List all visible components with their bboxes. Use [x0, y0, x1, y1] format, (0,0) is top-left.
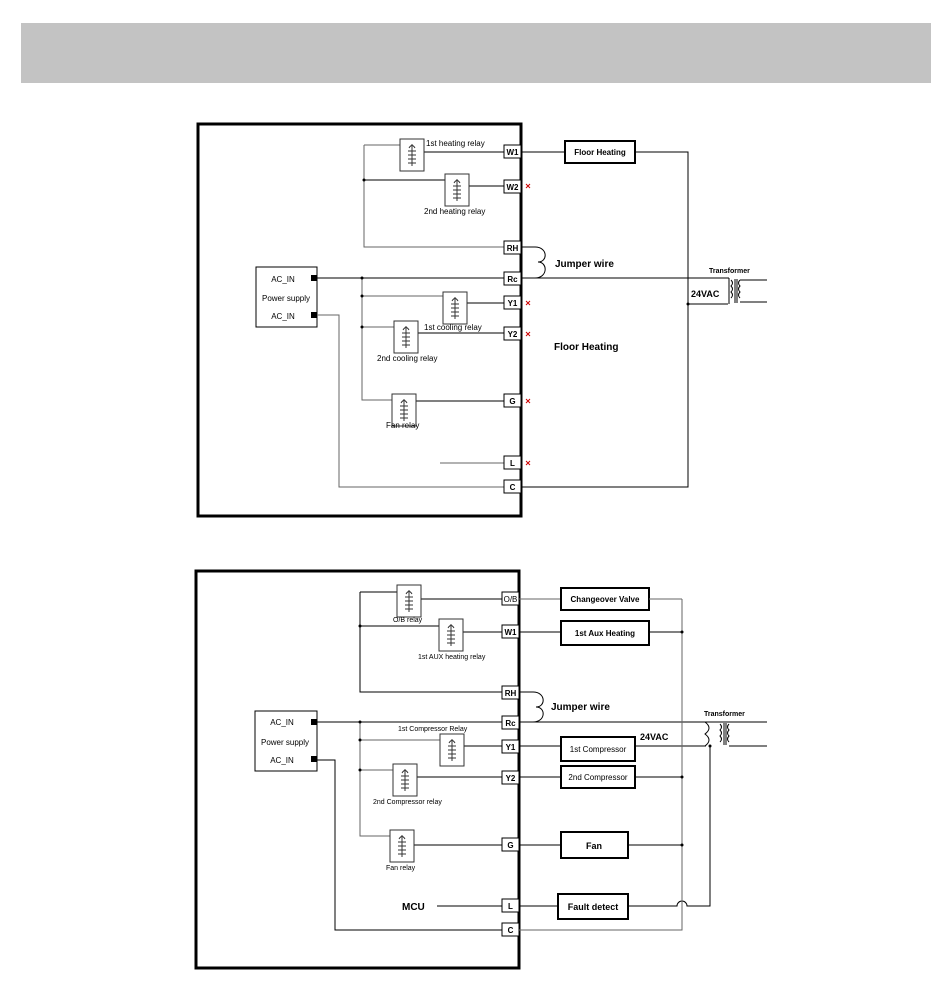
relay-compressor-2-icon	[392, 763, 418, 797]
terminal-label: W1	[507, 148, 520, 157]
terminal-label: C	[508, 926, 514, 935]
terminal-label: G	[507, 841, 513, 850]
controller-frame-2	[194, 569, 521, 970]
controller-frame-1	[196, 122, 523, 518]
power-supply-label: Power supply	[261, 738, 309, 747]
terminal-block-1: W1 W2 RH Rc Y1 Y2 G L C	[503, 144, 522, 494]
jumper-wire-label: Jumper wire	[555, 259, 614, 270]
relay-fan-2-icon	[389, 829, 415, 863]
transformer-label-2: Transformer	[704, 711, 745, 718]
terminal-label: L	[510, 459, 515, 468]
relay-compressor-1-icon	[439, 733, 465, 767]
relay-label-compressor-1: 1st Compressor Relay	[398, 726, 468, 733]
transformer-2-icon	[704, 721, 767, 747]
terminal-label: Y2	[508, 330, 518, 339]
relay-cooling-1-icon	[442, 291, 468, 325]
relay-label-compressor-2: 2nd Compressor relay	[373, 799, 442, 806]
changeover-valve-label: Changeover Valve	[571, 595, 640, 604]
diagram-1: AC_IN Power supply AC_IN 1st heating	[196, 122, 767, 518]
compressor-1-load	[560, 736, 636, 762]
relay-label-heating-2: 2nd heating relay	[424, 207, 485, 216]
relay-cooling-2-icon	[393, 320, 419, 354]
terminal-label: Rc	[507, 275, 518, 284]
terminal-label: RH	[505, 689, 517, 698]
mcu-label: MCU	[402, 902, 425, 913]
terminal-label: W2	[507, 183, 520, 192]
fan-label: Fan	[586, 841, 602, 851]
transformer-1-icon	[728, 278, 767, 304]
ac-in-label: AC_IN	[271, 312, 295, 321]
terminal-label: Rc	[505, 719, 516, 728]
ac-in-label: AC_IN	[271, 275, 295, 284]
relay-label-cooling-1: 1st cooling relay	[424, 323, 482, 332]
header-bar	[21, 23, 931, 83]
relay-label-heating-1: 1st heating relay	[426, 139, 485, 148]
relay-ob-icon	[396, 584, 422, 618]
aux-heating-label: 1st Aux Heating	[575, 629, 635, 638]
jumper-wire-label-2: Jumper wire	[551, 702, 610, 713]
relay-heating-2-icon	[444, 173, 470, 207]
terminal-label: G	[509, 397, 515, 406]
relay-label-fan-2: Fan relay	[386, 865, 416, 872]
floor-heating-label: Floor Heating	[554, 342, 618, 353]
ac-in-label: AC_IN	[270, 756, 294, 765]
relay-label-ob: O/B relay	[393, 617, 423, 624]
relay-heating-1-icon	[399, 138, 425, 172]
terminal-label: Y1	[506, 743, 516, 752]
terminal-label: RH	[507, 244, 519, 253]
power-supply-1: AC_IN Power supply AC_IN	[255, 266, 318, 328]
terminal-label: O/B	[504, 595, 518, 604]
diagram-2: AC_IN Power supply AC_IN O/B relay	[194, 569, 767, 970]
terminal-block-2: O/B W1 RH Rc Y1 Y2 G L C	[501, 591, 520, 937]
terminal-label: C	[510, 483, 516, 492]
terminal-label: L	[508, 902, 513, 911]
aux-heating-load	[560, 620, 650, 646]
floor-heating-box-label: Floor Heating	[574, 148, 626, 157]
relay-label-fan: Fan relay	[386, 421, 419, 430]
compressor-1-label: 1st Compressor	[570, 745, 627, 754]
relay-label-aux-heating: 1st AUX heating relay	[418, 654, 486, 661]
voltage-label: 24VAC	[691, 289, 720, 299]
compressor-2-label: 2nd Compressor	[568, 773, 627, 782]
relay-aux-heating-icon	[438, 618, 464, 652]
terminal-label: W1	[505, 628, 518, 637]
power-supply-label: Power supply	[262, 294, 310, 303]
transformer-label: Transformer	[709, 268, 750, 275]
voltage-label-2: 24VAC	[640, 732, 669, 742]
power-supply-2: AC_IN Power supply AC_IN	[254, 710, 318, 772]
terminal-label: Y1	[508, 299, 518, 308]
ac-in-label: AC_IN	[270, 718, 294, 727]
terminal-label: Y2	[506, 774, 516, 783]
fault-detect-label: Fault detect	[568, 902, 619, 912]
relay-label-cooling-2: 2nd cooling relay	[377, 354, 437, 363]
